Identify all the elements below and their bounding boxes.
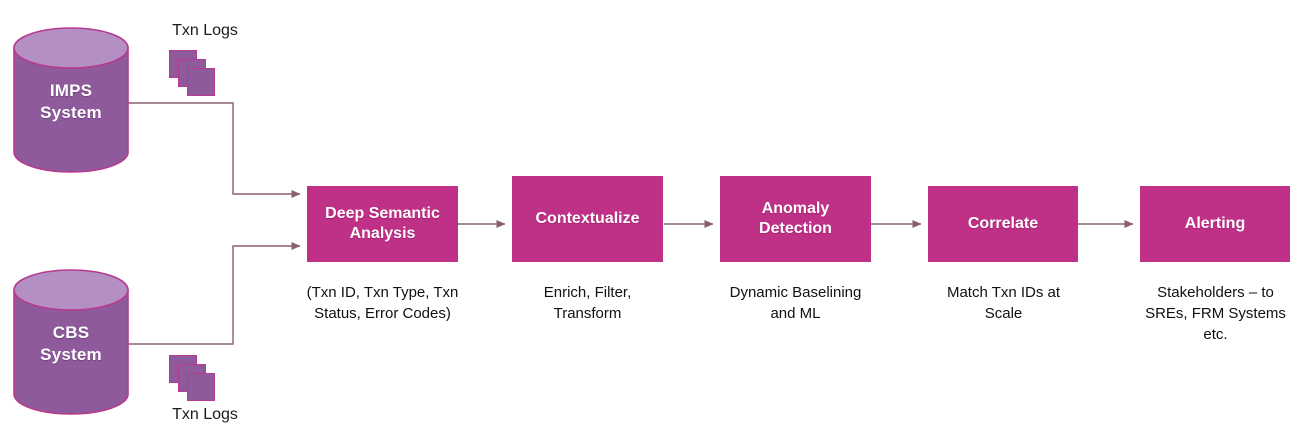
cylinder-label-cbs-line2: System [40,345,102,364]
stage-caption-anomaly-detection: Dynamic Baselining and ML [700,282,891,324]
log-page-icon [187,373,215,401]
stage-label-line2: Analysis [349,225,416,242]
stage-caption-line2: Status, Error Codes) [314,305,451,322]
stage-label-line1: Deep Semantic [325,205,440,222]
stage-caption-line2: Scale [984,305,1023,322]
txn-logs-caption-cbs: Txn Logs [172,406,238,423]
stage-box-alerting[interactable]: Alerting [1140,186,1290,262]
txn-logs-group-imps: Txn Logs [165,22,245,102]
stage-caption-correlate: Match Txn IDs at Scale [908,282,1099,324]
txn-logs-caption-imps: Txn Logs [172,22,238,39]
cylinder-label-imps: IMPS System [12,80,130,124]
stage-caption-line2: SREs, FRM Systems [1145,305,1286,322]
database-cylinder-cbs: CBS System [12,268,130,416]
cylinder-label-imps-line2: System [40,103,102,122]
stage-label-line1: Anomaly [761,200,830,217]
database-cylinder-imps: IMPS System [12,26,130,174]
connector-cbs-to-analysis [119,242,301,345]
connector-imps-to-analysis [119,102,301,198]
stage-caption-line3: etc. [1203,326,1228,343]
stage-label-correlate: Correlate [962,214,1044,234]
stage-caption-line1: Dynamic Baselining [729,284,862,301]
stage-label-deep-semantic-analysis: Deep Semantic Analysis [319,204,446,244]
stage-box-anomaly-detection[interactable]: Anomaly Detection [720,176,871,262]
stage-box-correlate[interactable]: Correlate [928,186,1078,262]
stage-label-line1: Contextualize [535,210,640,227]
stage-label-alerting: Alerting [1179,214,1251,234]
stage-caption-contextualize: Enrich, Filter, Transform [492,282,683,324]
stage-caption-line1: Stakeholders – to [1157,284,1274,301]
stage-label-line1: Correlate [967,215,1039,232]
stage-label-line1: Alerting [1184,215,1246,232]
stage-label-contextualize: Contextualize [529,209,645,229]
log-page-icon [187,68,215,96]
stage-label-line2: Detection [759,220,832,237]
cylinder-label-imps-line1: IMPS [49,81,93,100]
stage-caption-line1: Match Txn IDs at [946,284,1061,301]
cylinder-shape-icon [13,27,129,173]
stage-caption-line1: Enrich, Filter, [543,284,632,301]
stage-box-deep-semantic-analysis[interactable]: Deep Semantic Analysis [307,186,458,262]
cylinder-label-cbs: CBS System [12,322,130,366]
stage-caption-line1: (Txn ID, Txn Type, Txn [306,284,459,301]
stage-caption-line2: and ML [770,305,821,322]
txn-logs-group-cbs: Txn Logs [165,355,245,442]
cylinder-shape-icon [13,269,129,415]
stage-caption-line2: Transform [553,305,622,322]
stage-label-anomaly-detection: Anomaly Detection [753,199,838,239]
stage-caption-alerting: Stakeholders – to SREs, FRM Systems etc. [1120,282,1300,345]
stage-box-contextualize[interactable]: Contextualize [512,176,663,262]
cylinder-label-cbs-line1: CBS [52,323,90,342]
stage-caption-deep-semantic-analysis: (Txn ID, Txn Type, Txn Status, Error Cod… [287,282,478,324]
